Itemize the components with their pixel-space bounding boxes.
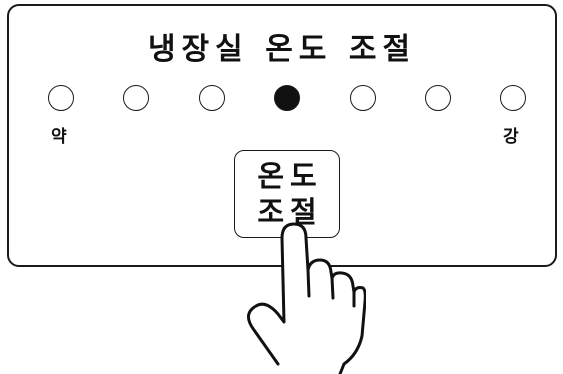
button-label-line2: 조절 (257, 195, 323, 229)
level-4-indicator (274, 85, 300, 111)
min-label: 약 (51, 127, 67, 147)
max-label: 강 (503, 127, 519, 147)
pointing-hand-icon (247, 222, 366, 374)
level-2-indicator (123, 85, 149, 111)
level-7-indicator (500, 85, 526, 111)
level-5-indicator (350, 85, 376, 111)
level-3-indicator (199, 85, 225, 111)
level-6-indicator (425, 85, 451, 111)
panel-title: 냉장실 온도 조절 (147, 32, 417, 67)
level-1-indicator (48, 85, 74, 111)
button-label-line1: 온도 (257, 159, 323, 193)
